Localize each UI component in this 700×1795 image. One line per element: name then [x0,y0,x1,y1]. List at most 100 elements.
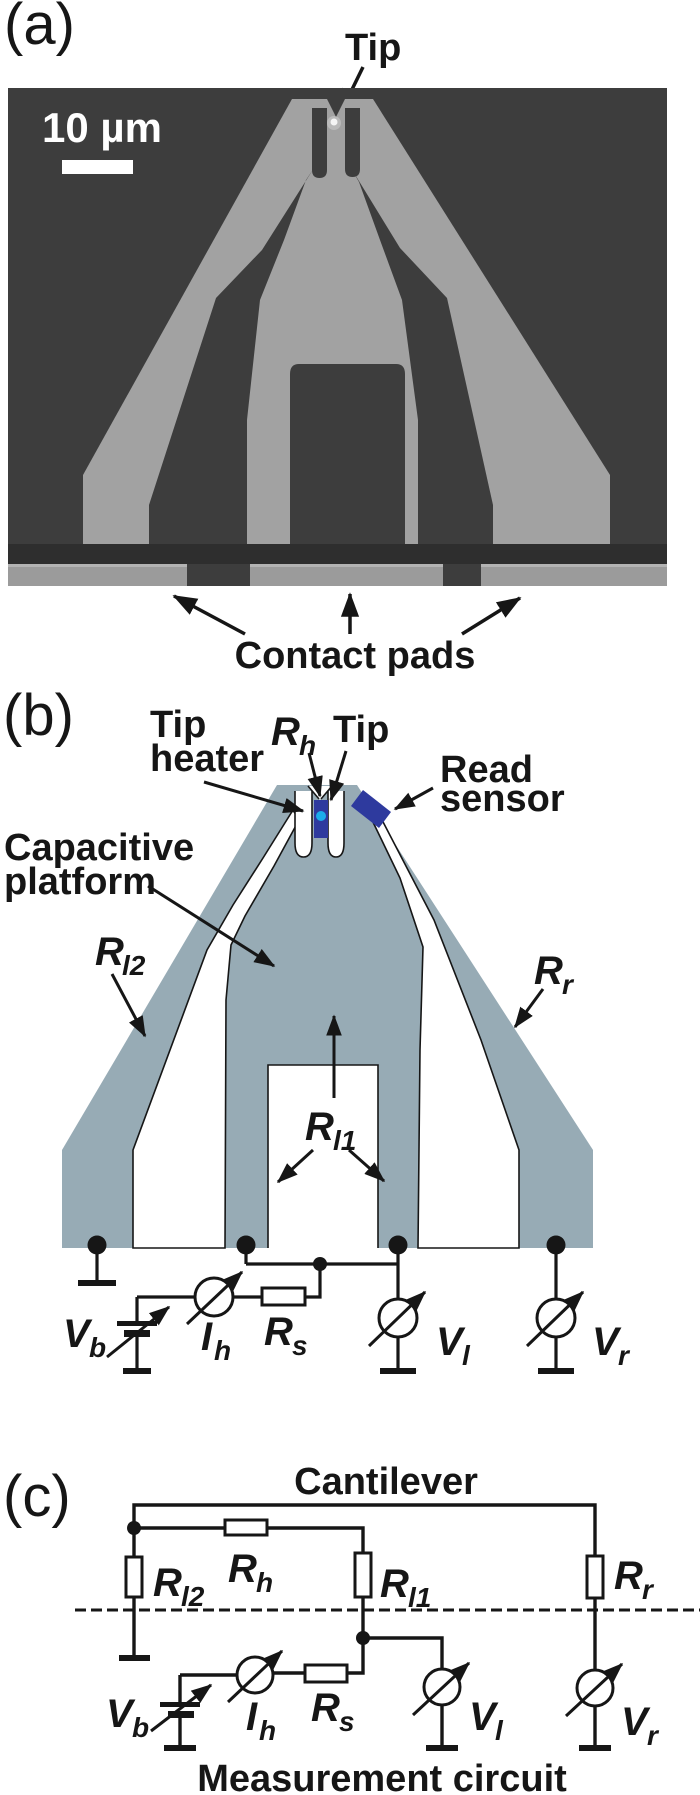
vb-source-plate-long-c [160,1702,200,1707]
ground-vr-c [579,1745,611,1751]
rh-arrow [307,752,323,798]
right-gap [370,817,520,1249]
rl2-label-main: R [95,930,124,974]
ground-left-b [78,1280,116,1286]
rs-resistor-c [303,1663,349,1684]
platform-notch [267,1064,379,1248]
rl1-label-sub: l1 [333,1125,356,1156]
ground-rl2-c [119,1655,150,1661]
ih-meter-arrow-c [226,1649,284,1704]
vl-meter-arrow-b [367,1290,427,1348]
rl1-arrow-left [276,1148,315,1184]
read-sensor-arrow [393,786,434,811]
sem-right-gap [351,168,493,556]
sem-pad-gap-right [443,564,481,586]
vr-meter-arrow-c [564,1662,624,1718]
ground-vb-c [164,1745,196,1751]
panel-a-sem-micrograph: (a) Tip 10 µm Contact pads [4,0,667,677]
ih-meter-arrow-b [185,1270,244,1326]
sem-right-slot [345,108,360,177]
junction-dot-b [313,1257,327,1271]
vb-label-sub-b: b [89,1332,106,1363]
rl1-label-sub-c: l1 [408,1582,431,1613]
ground-vl-b [380,1368,416,1374]
rh-label-sub-c: h [256,1567,273,1598]
panel-c-wiring [132,1503,597,1745]
read-sensor-label-2: sensor [440,778,565,820]
vr-label-sub-c: r [647,1720,660,1751]
vl-label-main-b: V [436,1320,466,1364]
vb-label-sub-c: b [132,1712,149,1743]
vr-label-sub-b: r [618,1340,631,1371]
sem-left-gap [149,168,314,556]
capacitive-platform-arrow [147,884,276,968]
vb-label-main-c: V [106,1692,136,1736]
capacitive-platform-label-1: Capacitive [4,827,194,869]
rr-label-sub: r [562,969,575,1000]
left-gap [132,808,300,1249]
rh-label-main: R [271,710,300,754]
sem-contact-pad-row [8,564,667,586]
panel-b-label: (b) [3,683,74,748]
tip-heater-label-2: heater [150,738,264,780]
node-dot-mid-c [356,1631,370,1645]
tip-heater-label-1: Tip [150,704,206,746]
vb-source-plate-long-b [117,1321,157,1326]
ih-label-sub-c: h [259,1715,276,1746]
ih-label-main-c: I [246,1695,258,1739]
rr-label-main-c: R [614,1554,643,1598]
sem-apex-notch [327,99,345,117]
sem-edge-band [8,544,667,564]
panel-c-circuit: (c) Cantilever Measurement circuit [3,1461,700,1795]
vl-meter-arrow-c [411,1661,471,1717]
rr-arrow [513,988,545,1029]
ground-vl-c [426,1745,458,1751]
sem-pad-highlight [8,564,667,567]
sem-center-notch [290,364,405,556]
measurement-circuit-label: Measurement circuit [197,1758,567,1795]
vb-source-arrow-c [150,1683,213,1733]
tip-label-a: Tip [345,27,401,69]
vl-label-sub-b: l [462,1340,471,1371]
sem-left-slot [312,108,327,178]
sem-tip-spot [330,118,338,126]
node-dot-top-c [127,1521,141,1535]
scale-bar [62,160,133,174]
rr-resistor-c [585,1554,605,1600]
tip-dot [316,811,326,821]
panel-b-schematic: (b) Tip heater R h Tip Read sensor Capac… [3,683,631,1374]
scale-bar-label: 10 µm [42,104,162,151]
rr-label-sub-c: r [642,1574,655,1605]
rl1-resistor-c [353,1551,373,1599]
rl1-arrow-right [348,1148,386,1183]
tip-arrow-b [329,750,348,802]
terminal-dot-l2 [236,1235,256,1255]
rl2-resistor-c [124,1555,144,1599]
rs-resistor-b [260,1286,307,1307]
rs-label-sub-c: s [339,1706,355,1737]
contact-pads-arrow-right [461,596,522,636]
rh-resistor-c [223,1518,269,1537]
vb-label-main-b: V [63,1312,93,1356]
terminal-dot-l4 [546,1235,566,1255]
contact-pads-arrow-left [172,594,246,636]
ground-vr-b [538,1368,574,1374]
rs-label-main-c: R [311,1686,340,1730]
rl1-label-main: R [305,1105,334,1149]
rs-label-sub-b: s [292,1330,308,1361]
tip-heater-arrow [203,780,305,814]
rr-label-main: R [534,949,563,993]
vr-label-main-c: V [621,1700,651,1744]
left-slot [294,791,313,858]
panel-a-label: (a) [4,0,75,57]
panel-c-label: (c) [3,1464,71,1529]
ih-label-sub-b: h [214,1335,231,1366]
vl-label-main-c: V [469,1695,499,1739]
read-sensor-label-1: Read [440,749,533,791]
sem-pad-gap-left [187,564,250,586]
capacitive-platform-label-2: platform [4,861,156,903]
rl2-label-main-c: R [153,1561,182,1605]
right-slot [327,791,345,858]
vl-label-sub-c: l [495,1715,504,1746]
